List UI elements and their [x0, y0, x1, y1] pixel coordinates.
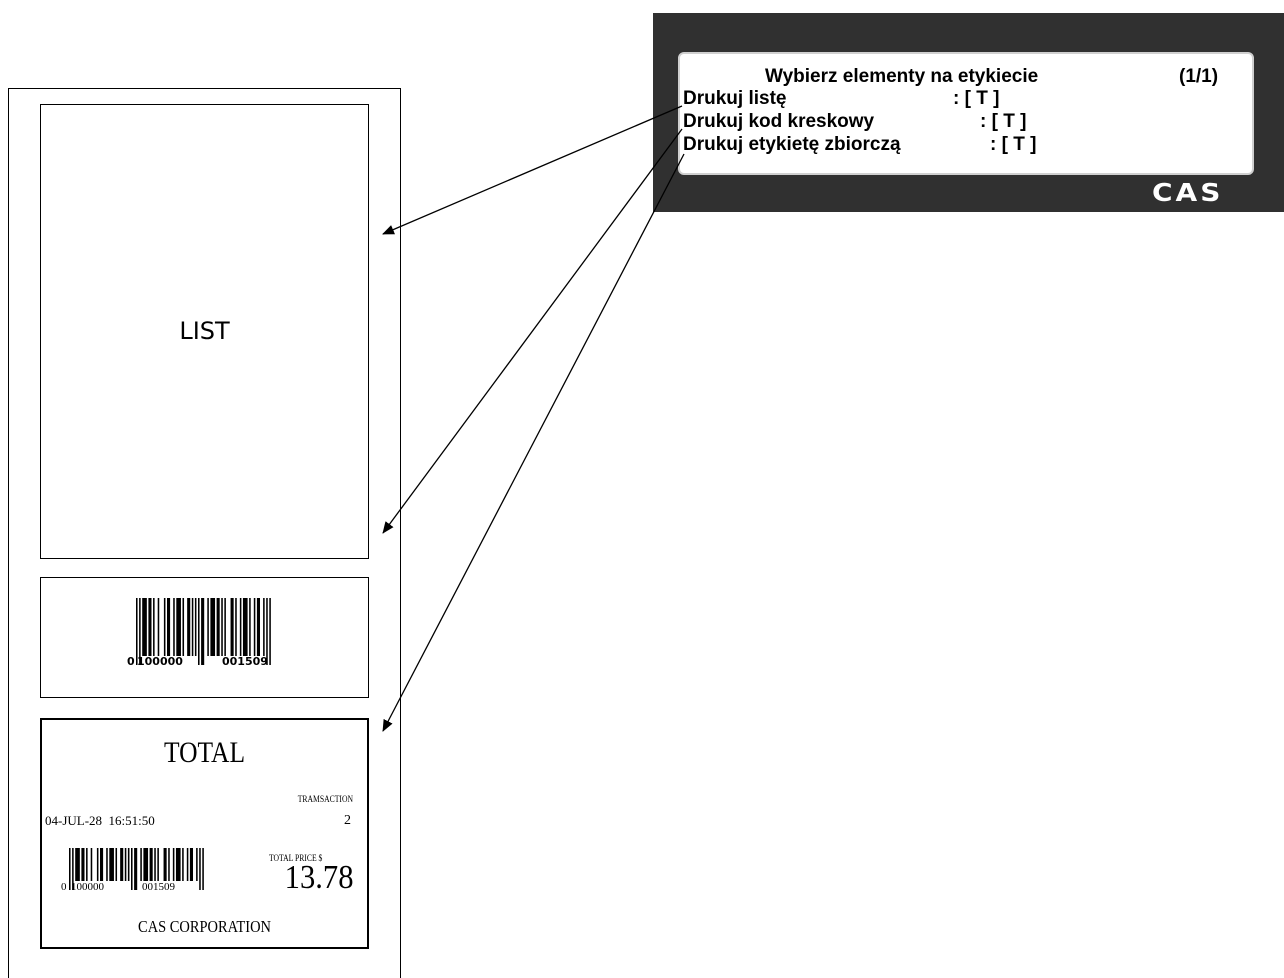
barcode-bar: [249, 598, 251, 656]
barcode-bar: [75, 848, 80, 881]
barcode-bar: [172, 848, 175, 881]
total-barcode-digit-left: 0: [61, 881, 67, 893]
barcode-bar: [196, 848, 198, 881]
barcode-bar: [235, 598, 237, 656]
barcode-bar: [157, 598, 160, 656]
barcode-bar: [175, 848, 181, 881]
total-price-value: 13.78: [284, 859, 353, 896]
barcode-bar: [168, 848, 170, 881]
barcode-bar: [109, 848, 114, 881]
arrow-to-barcode: [382, 128, 683, 534]
lcd-screen: [678, 52, 1254, 175]
barcode-group-1: 100000: [137, 655, 183, 668]
barcode-bar: [186, 848, 189, 881]
barcode-bar: [69, 848, 71, 890]
transaction-value: 2: [344, 813, 351, 828]
barcode-bars: [136, 598, 271, 665]
barcode-bar: [131, 848, 133, 890]
lcd-row-print-list-value[interactable]: : [ T ]: [953, 88, 1000, 109]
barcode-bar: [139, 598, 141, 665]
barcode-bar: [176, 598, 181, 656]
list-label: LIST: [179, 317, 230, 345]
barcode-bar: [202, 848, 204, 890]
barcode-bar: [163, 598, 166, 656]
barcode-bar: [221, 598, 223, 656]
barcode-bar: [140, 848, 142, 881]
barcode-bar: [153, 598, 155, 656]
barcode-bar: [100, 848, 104, 881]
barcode-bar: [86, 848, 88, 881]
barcode-bar: [230, 598, 234, 656]
barcode-bar: [189, 848, 193, 881]
barcode-bar: [142, 598, 147, 656]
barcode-bar: [124, 848, 127, 881]
barcode-bar: [187, 598, 191, 656]
barcode-digit-left: 0: [127, 655, 135, 668]
total-barcode-group-2: 001509: [142, 881, 176, 893]
barcode-bar: [120, 848, 124, 881]
barcode-bar: [191, 598, 194, 656]
barcode-group-2: 001509: [222, 655, 268, 668]
barcode-bar: [210, 598, 216, 656]
barcode-bar: [263, 598, 265, 656]
barcode-bar: [173, 598, 175, 656]
barcode-bar: [115, 848, 118, 881]
barcode-bar: [148, 598, 152, 656]
barcode-bar: [143, 848, 149, 881]
barcode-bar: [256, 598, 260, 656]
arrow-to-total: [382, 153, 685, 732]
barcode-bar: [182, 598, 185, 656]
lcd-title: Wybierz elementy na etykiecie: [765, 66, 1039, 87]
barcode-bar: [198, 598, 200, 665]
cas-logo: CAS: [1152, 177, 1224, 208]
total-title: TOTAL: [163, 736, 246, 769]
company-name: CAS CORPORATION: [138, 917, 271, 936]
barcode-bar: [134, 848, 138, 890]
barcode-bar: [182, 848, 184, 881]
barcode-bar: [154, 848, 156, 881]
barcode-bar: [201, 598, 205, 665]
barcode-bar: [253, 598, 256, 656]
barcode-bar: [90, 848, 93, 881]
total-barcode-group-1: 100000: [71, 881, 105, 893]
barcode-bar: [266, 598, 268, 665]
barcode-bar: [216, 598, 220, 656]
barcode-graphic: 0 100000 001509: [127, 598, 271, 668]
barcode-section: 0 100000 001509: [40, 577, 369, 698]
barcode-bar: [207, 598, 209, 656]
lcd-row-print-barcode[interactable]: Drukuj kod kreskowy: [683, 111, 875, 132]
barcode-bar: [127, 848, 130, 881]
total-barcode-bars: [69, 848, 204, 890]
lcd-row-print-total-label[interactable]: Drukuj etykietę zbiorczą: [683, 134, 901, 155]
barcode-bar: [81, 848, 85, 881]
barcode-bar: [199, 848, 201, 890]
barcode-bar: [163, 848, 167, 881]
transaction-label: TRAMSACTION: [297, 794, 353, 804]
lcd-row-print-barcode-value[interactable]: : [ T ]: [980, 111, 1027, 132]
barcode-bar: [224, 598, 226, 656]
list-section: LIST: [40, 104, 369, 559]
datetime: 04-JUL-28 16:51:50: [45, 813, 155, 828]
barcode-bar: [106, 848, 108, 881]
barcode-bar: [149, 848, 153, 881]
total-price-label: TOTAL PRICE $: [269, 853, 323, 863]
barcode-bar: [157, 848, 159, 881]
barcode-bar: [269, 598, 271, 665]
barcode-bar: [194, 598, 197, 656]
total-section: TOTAL TRAMSACTION 2 04-JUL-28 16:51:50 T…: [40, 718, 369, 949]
barcode-bar: [167, 598, 171, 656]
lcd-row-print-list[interactable]: Drukuj listę: [683, 88, 787, 109]
barcode-bar: [242, 598, 248, 656]
lcd-row-print-total-label-value[interactable]: : [ T ]: [990, 134, 1037, 155]
barcode-bar: [136, 598, 138, 665]
barcode-bar: [239, 598, 242, 656]
arrow-to-list: [382, 105, 683, 235]
barcode-bar: [72, 848, 74, 890]
lcd-page-indicator: (1/1): [1179, 66, 1219, 87]
barcode-bar: [96, 848, 99, 881]
total-barcode-graphic: 0 100000 001509: [61, 848, 204, 893]
